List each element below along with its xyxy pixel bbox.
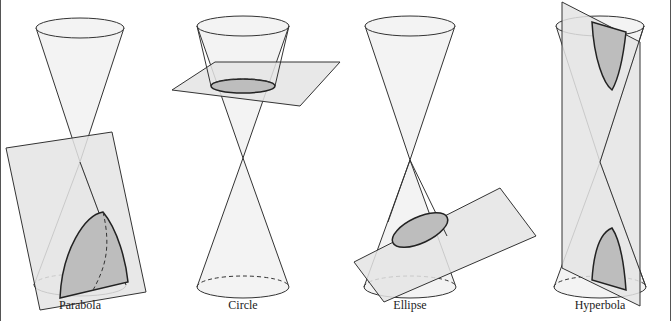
shape-caption: Parabola — [59, 298, 101, 313]
shape-caption: Hyperbola — [575, 298, 626, 313]
shape-caption: Ellipse — [393, 298, 426, 313]
shape-caption: Circle — [228, 298, 257, 313]
